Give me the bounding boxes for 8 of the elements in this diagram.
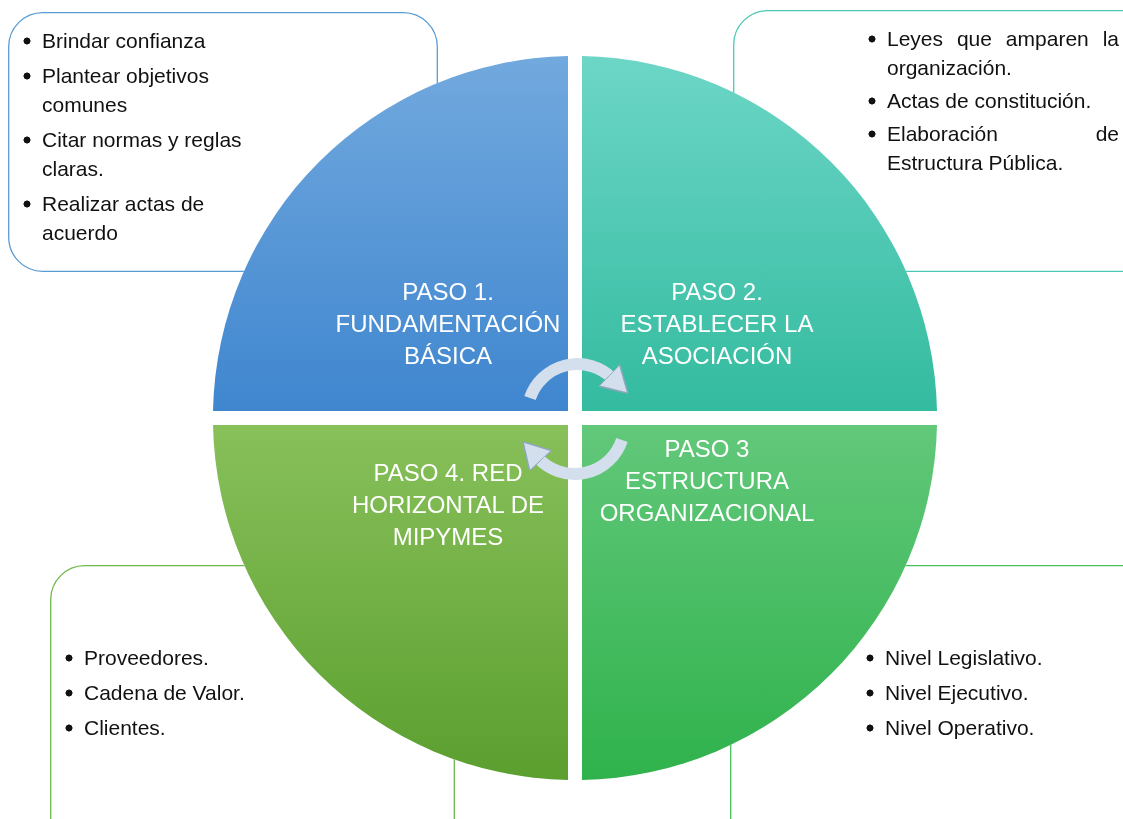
callout-box — [733, 10, 1123, 272]
callout-box — [8, 12, 438, 272]
step-title: PASO 2. ESTABLECER LA ASOCIACIÓN — [619, 277, 815, 371]
step-title: PASO 1. FUNDAMENTACIÓN BÁSICA — [334, 277, 562, 371]
step-title: PASO 4. RED HORIZONTAL DE MIPYMES — [351, 458, 545, 552]
step-title: PASO 3 ESTRUCTURA ORGANIZACIONAL — [598, 434, 816, 528]
callout-box — [730, 565, 1123, 819]
callout-box — [50, 565, 455, 819]
